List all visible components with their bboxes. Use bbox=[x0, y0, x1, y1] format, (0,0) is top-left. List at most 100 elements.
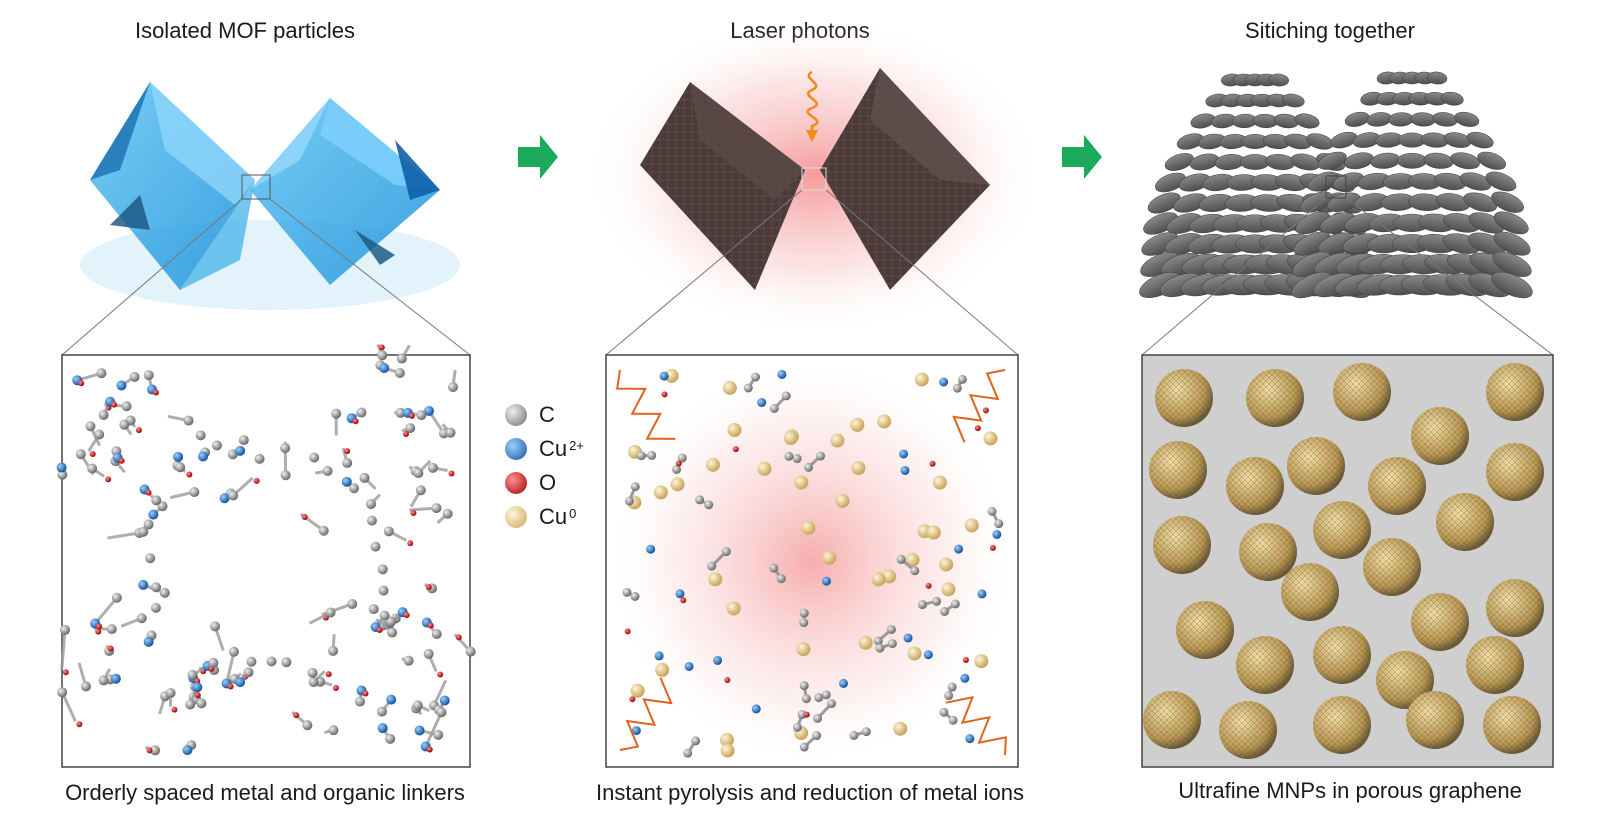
copper-metal-atom bbox=[664, 368, 679, 383]
carbon-atom bbox=[431, 628, 442, 639]
graphene-shell bbox=[1333, 363, 1391, 421]
carbon-atom bbox=[151, 495, 162, 506]
graphene-shell bbox=[1149, 441, 1207, 499]
oxygen-atom bbox=[227, 683, 234, 690]
carbon-atom bbox=[355, 696, 366, 707]
oxygen-atom bbox=[803, 711, 810, 718]
carbon-atom bbox=[280, 470, 291, 481]
copper-ion-atom bbox=[235, 677, 246, 688]
zoom-line bbox=[1345, 197, 1554, 356]
copper-ion-atom bbox=[138, 579, 149, 590]
copper-metal-atom bbox=[726, 601, 741, 616]
carbon-atom bbox=[119, 419, 130, 430]
copper-metal-atom bbox=[893, 721, 908, 736]
carbon-atom bbox=[431, 503, 442, 514]
oxygen-atom bbox=[376, 626, 383, 633]
oxygen-atom bbox=[410, 510, 417, 517]
copper-metal-atom bbox=[964, 518, 979, 533]
copper-ion-atom bbox=[173, 451, 184, 462]
graphene-petal bbox=[1295, 211, 1331, 235]
graphene-petal bbox=[1317, 151, 1347, 170]
carbon-atom bbox=[413, 468, 424, 479]
carbon-atom bbox=[939, 707, 949, 717]
graphene-pinecones bbox=[1139, 71, 1533, 299]
carbon-atom bbox=[743, 383, 753, 393]
bond bbox=[94, 596, 119, 625]
copper-metal-atom bbox=[939, 557, 954, 572]
copper-metal-atom bbox=[914, 372, 929, 387]
panel-1-caption: Orderly spaced metal and organic linkers bbox=[65, 780, 465, 805]
graphene-shell bbox=[1376, 651, 1434, 709]
graphene-petal bbox=[1147, 192, 1181, 214]
copper-metal-atom bbox=[932, 475, 947, 490]
carbon-atom bbox=[849, 730, 859, 740]
graphene-shell bbox=[1411, 593, 1469, 651]
carbon-atom bbox=[356, 407, 367, 418]
copper-metal-atom bbox=[757, 461, 772, 476]
carbon-atom bbox=[947, 682, 957, 692]
graphene-shell bbox=[1368, 457, 1426, 515]
copper-ion-atom bbox=[235, 445, 246, 456]
carbon-atom bbox=[707, 561, 717, 571]
carbon-atom bbox=[322, 465, 333, 476]
graphene-petal bbox=[1239, 154, 1271, 170]
copper-metal-atom bbox=[926, 525, 941, 540]
copper-metal-atom bbox=[801, 520, 816, 535]
carbon-atom bbox=[377, 564, 388, 575]
carbon-atom bbox=[769, 404, 779, 414]
carbonized-crystals bbox=[640, 68, 990, 290]
copper-ion-atom bbox=[992, 529, 1002, 539]
oxygen-atom bbox=[62, 669, 69, 676]
process-arrow-2 bbox=[1062, 135, 1102, 179]
carbon-atom bbox=[630, 482, 640, 492]
carbon-atom bbox=[792, 454, 802, 464]
graphene-shell bbox=[1483, 696, 1541, 754]
graphene-petal bbox=[1155, 172, 1186, 193]
carbon-atom bbox=[75, 449, 86, 460]
oxygen-atom bbox=[301, 513, 308, 520]
oxygen-atom bbox=[448, 470, 455, 477]
carbon-atom bbox=[386, 616, 397, 627]
oxygen-atom bbox=[426, 746, 433, 753]
graphene-petal bbox=[1426, 71, 1448, 85]
carbon-atom bbox=[952, 383, 962, 393]
oxygen-atom bbox=[135, 427, 142, 434]
carbon-atom bbox=[769, 563, 779, 573]
carbon-atom bbox=[238, 435, 249, 446]
copper-ion-atom bbox=[923, 650, 933, 660]
carbon-atom bbox=[98, 409, 109, 420]
nanoparticles bbox=[1143, 363, 1544, 759]
carbon-atom bbox=[394, 367, 405, 378]
copper-ion-atom bbox=[148, 509, 159, 520]
photon-wave-icon bbox=[616, 369, 676, 440]
carbon-atom bbox=[387, 627, 398, 638]
carbon-atom bbox=[987, 506, 997, 516]
copper-ion-atom bbox=[900, 465, 910, 475]
carbon-atom bbox=[932, 596, 942, 606]
carbon-atom bbox=[157, 501, 168, 512]
copper-metal-atom bbox=[783, 431, 798, 446]
carbon-atom bbox=[136, 613, 147, 624]
copper-metal-atom bbox=[905, 552, 920, 567]
zoom-line bbox=[1141, 197, 1327, 356]
graphene-shell bbox=[1246, 369, 1304, 427]
carbon-atom bbox=[189, 487, 200, 498]
copper-metal-atom bbox=[822, 550, 837, 565]
oxygen-atom bbox=[253, 477, 260, 484]
zoom-line bbox=[825, 189, 1019, 356]
copper-metal-atom bbox=[974, 654, 989, 669]
carbon-atom bbox=[415, 485, 426, 496]
copper-ion-atom bbox=[219, 493, 230, 504]
copper-metal-atom bbox=[719, 732, 734, 747]
pyrolysis-atoms bbox=[622, 368, 1004, 758]
carbon-atom bbox=[433, 729, 444, 740]
photon-wave-icon bbox=[945, 695, 1007, 756]
carbon-atom bbox=[94, 429, 105, 440]
graphene-petal bbox=[1306, 133, 1334, 150]
bond bbox=[60, 691, 77, 722]
oxygen-atom bbox=[629, 696, 636, 703]
carbon-atom bbox=[325, 607, 336, 618]
carbon-atom bbox=[143, 519, 154, 530]
oxygen-atom bbox=[962, 656, 969, 663]
